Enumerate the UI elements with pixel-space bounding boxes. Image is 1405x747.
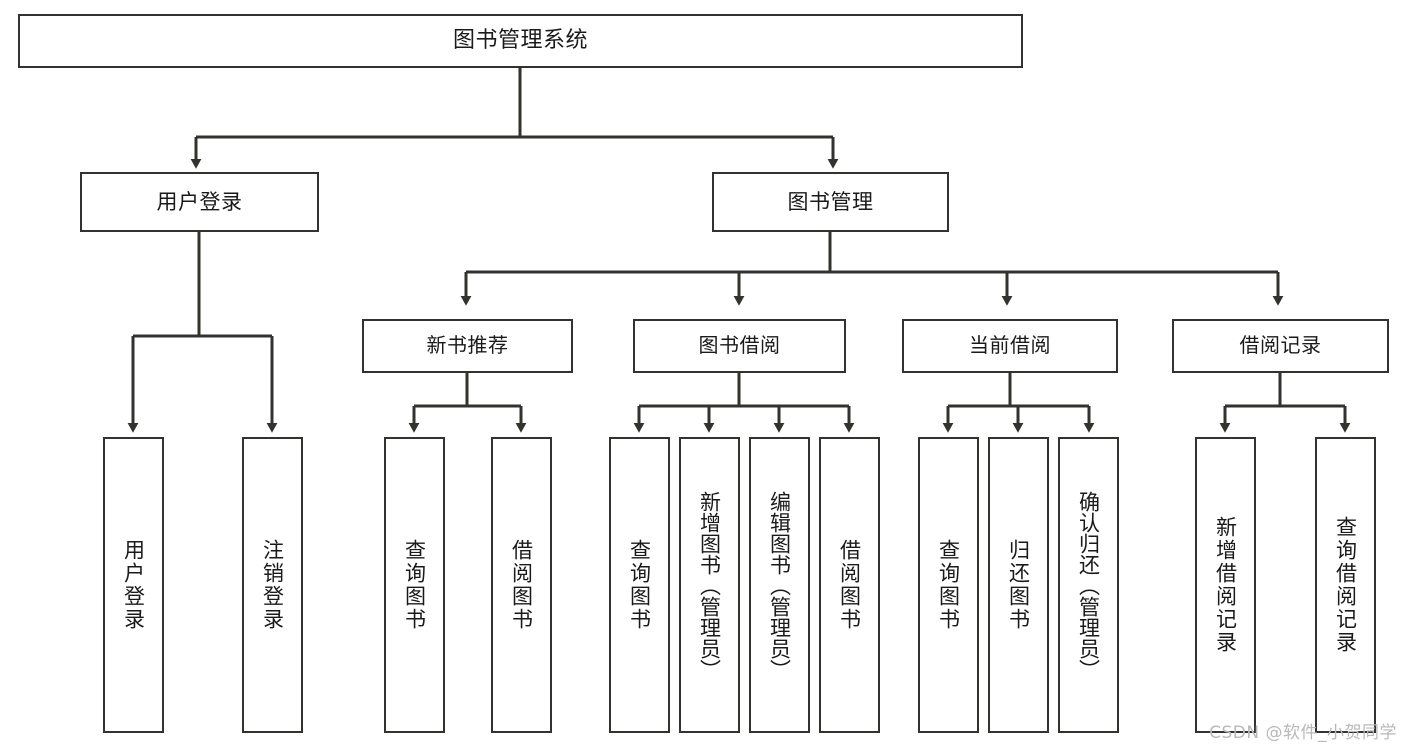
node-user-login[interactable]: 用户登录 <box>80 172 319 232</box>
node-leaf-query-record-label: 查询借阅记录 <box>1333 516 1358 654</box>
node-book-borrow-label: 图书借阅 <box>698 333 781 358</box>
node-leaf-query-record[interactable]: 查询借阅记录 <box>1315 437 1376 733</box>
node-leaf-logout-login-label: 注销登录 <box>260 539 285 631</box>
node-leaf-add-record[interactable]: 新增借阅记录 <box>1195 437 1256 733</box>
node-leaf-logout-login[interactable]: 注销登录 <box>242 437 303 733</box>
node-new-book-recommend-label: 新书推荐 <box>426 333 509 358</box>
node-leaf-add-book-label: 新增图书（管理员） <box>697 490 722 680</box>
node-leaf-query-book-1[interactable]: 查询图书 <box>384 437 445 733</box>
node-book-borrow[interactable]: 图书借阅 <box>633 319 846 373</box>
node-borrow-record-label: 借阅记录 <box>1239 333 1322 358</box>
node-book-manage[interactable]: 图书管理 <box>712 172 949 232</box>
node-root-label: 图书管理系统 <box>452 28 588 54</box>
node-leaf-add-record-label: 新增借阅记录 <box>1213 516 1238 654</box>
node-leaf-confirm-return[interactable]: 确认归还（管理员） <box>1058 437 1119 733</box>
node-leaf-query-book-3[interactable]: 查询图书 <box>918 437 979 733</box>
node-borrow-record[interactable]: 借阅记录 <box>1172 319 1389 373</box>
node-leaf-user-login-label: 用户登录 <box>121 539 146 631</box>
node-leaf-confirm-return-label: 确认归还（管理员） <box>1076 490 1101 680</box>
node-leaf-borrow-book-1-label: 借阅图书 <box>509 539 534 631</box>
node-leaf-user-login[interactable]: 用户登录 <box>103 437 164 733</box>
node-leaf-return-book[interactable]: 归还图书 <box>988 437 1049 733</box>
node-user-login-label: 用户登录 <box>156 189 243 214</box>
node-current-borrow-label: 当前借阅 <box>969 333 1051 358</box>
node-leaf-query-book-2-label: 查询图书 <box>627 539 652 631</box>
node-current-borrow[interactable]: 当前借阅 <box>902 319 1118 373</box>
node-leaf-query-book-1-label: 查询图书 <box>402 539 427 631</box>
node-book-manage-label: 图书管理 <box>787 189 874 214</box>
node-leaf-add-book[interactable]: 新增图书（管理员） <box>679 437 740 733</box>
node-leaf-query-book-2[interactable]: 查询图书 <box>609 437 670 733</box>
node-leaf-edit-book-label: 编辑图书（管理员） <box>767 490 792 680</box>
node-leaf-borrow-book-1[interactable]: 借阅图书 <box>491 437 552 733</box>
node-leaf-borrow-book-2-label: 借阅图书 <box>837 539 862 631</box>
node-leaf-query-book-3-label: 查询图书 <box>936 539 961 631</box>
node-leaf-return-book-label: 归还图书 <box>1006 539 1031 631</box>
node-root[interactable]: 图书管理系统 <box>18 14 1023 68</box>
csdn-watermark: CSDN @软件_小贺同学 <box>1209 723 1397 743</box>
node-leaf-borrow-book-2[interactable]: 借阅图书 <box>819 437 880 733</box>
node-new-book-recommend[interactable]: 新书推荐 <box>362 319 573 373</box>
node-leaf-edit-book[interactable]: 编辑图书（管理员） <box>749 437 810 733</box>
